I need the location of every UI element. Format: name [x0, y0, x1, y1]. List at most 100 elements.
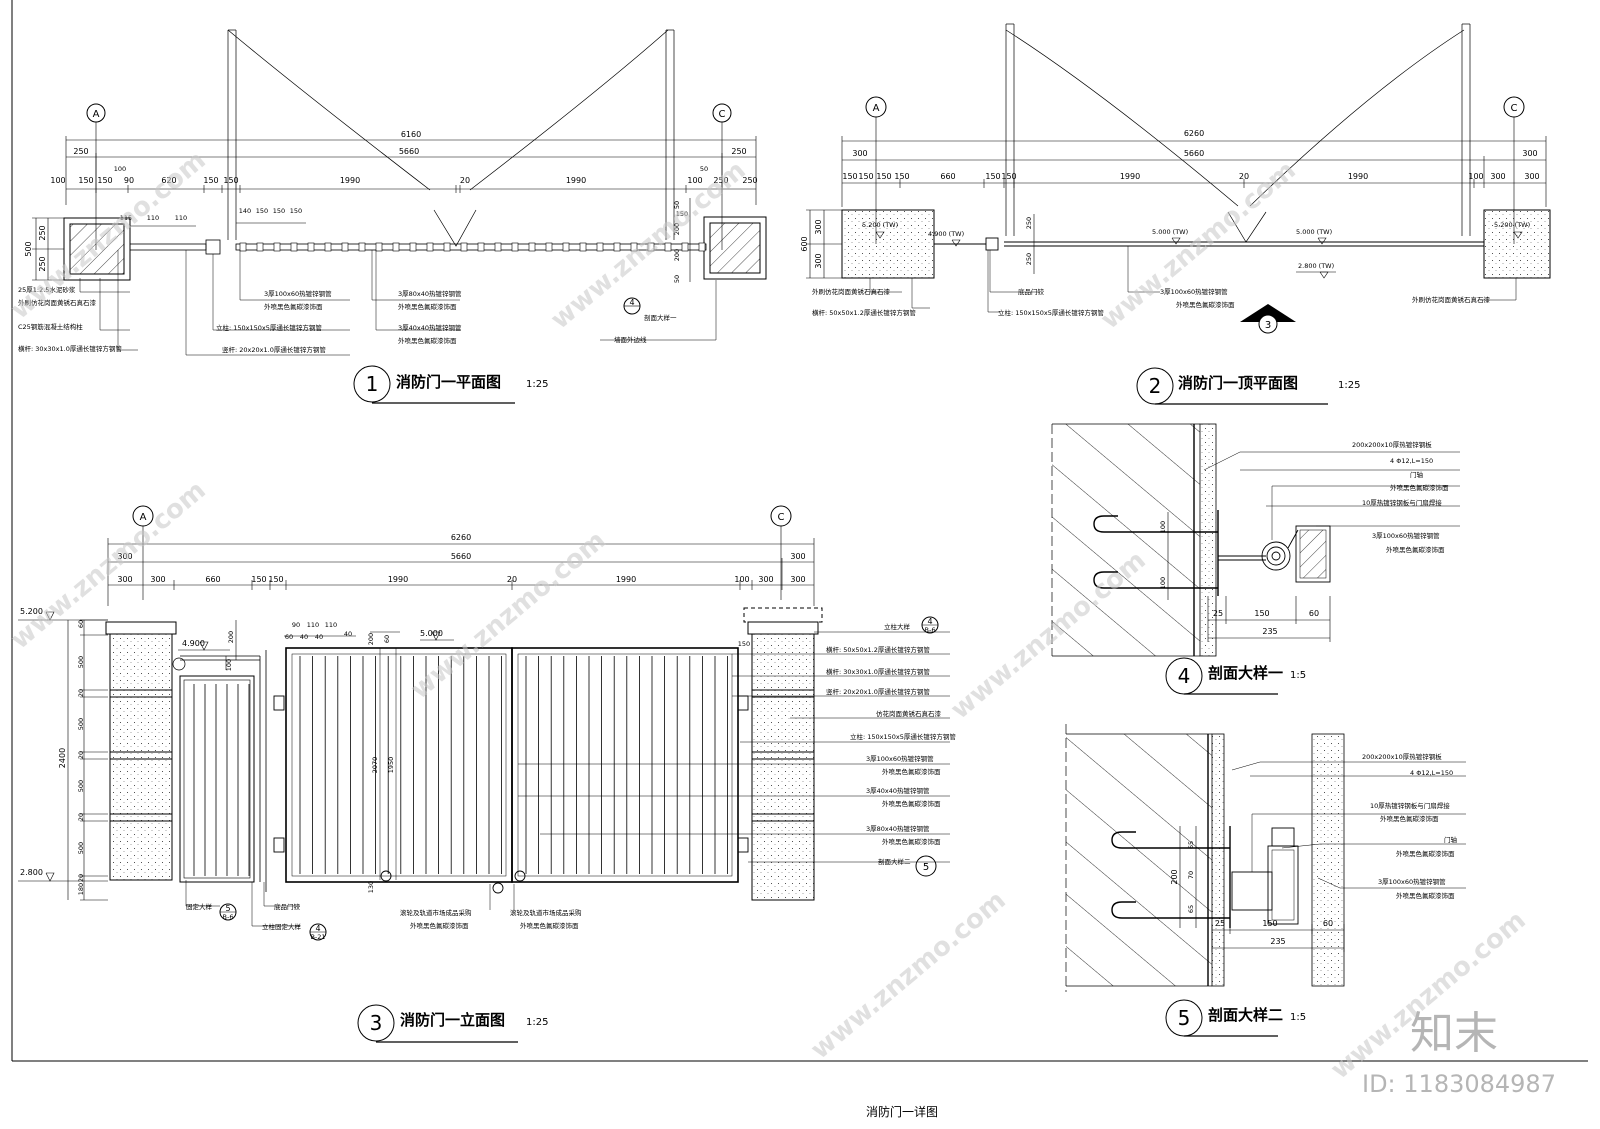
svg-text:1: 1	[366, 372, 379, 396]
svg-text:10厚热镀锌钢板与门扇焊接: 10厚热镀锌钢板与门扇焊接	[1370, 801, 1450, 810]
svg-text:500: 500	[77, 656, 85, 668]
svg-text:3: 3	[370, 1011, 383, 1035]
picket-mark	[341, 242, 349, 252]
svg-text:300: 300	[117, 552, 132, 561]
view-scale: 1:25	[526, 379, 548, 390]
svg-text:65: 65	[1187, 841, 1195, 849]
view-scale: 1:5	[1290, 670, 1306, 681]
picket-mark	[307, 242, 315, 252]
right-pillar	[743, 607, 823, 901]
svg-text:1990: 1990	[566, 176, 586, 185]
svg-text:B-6: B-6	[223, 913, 234, 921]
svg-text:150: 150	[858, 172, 873, 181]
svg-text:660: 660	[205, 575, 220, 584]
svg-text:150: 150	[842, 172, 857, 181]
left-pillar	[841, 209, 935, 279]
svg-text:110: 110	[147, 214, 159, 222]
svg-text:250: 250	[38, 225, 47, 240]
svg-text:横杆: 30x30x1.0厚通长镀锌方钢管: 横杆: 30x30x1.0厚通长镀锌方钢管	[18, 344, 122, 353]
svg-text:固定大样: 固定大样	[186, 902, 213, 911]
picket-mark	[375, 242, 383, 252]
svg-text:300: 300	[150, 575, 165, 584]
watermark-text: www.znzmo.com	[805, 885, 1011, 1065]
svg-text:6160: 6160	[401, 130, 421, 139]
picket-mark	[460, 242, 468, 252]
view-title: 剖面大样二	[1208, 1006, 1283, 1024]
svg-text:5.200 (TW): 5.200 (TW)	[1494, 221, 1530, 229]
svg-text:3厚80x40热镀锌钢管: 3厚80x40热镀锌钢管	[866, 824, 930, 833]
plan1-pickets	[239, 242, 706, 252]
svg-text:A: A	[140, 512, 147, 523]
svg-text:50: 50	[673, 275, 681, 283]
svg-text:200: 200	[673, 223, 681, 235]
svg-text:60: 60	[1323, 919, 1333, 928]
main-gate-bars	[299, 656, 728, 874]
svg-text:4.900 (TW): 4.900 (TW)	[928, 230, 964, 238]
picket-mark	[290, 242, 298, 252]
svg-text:200: 200	[227, 631, 235, 643]
svg-text:110: 110	[175, 214, 187, 222]
svg-text:2070: 2070	[371, 757, 379, 774]
svg-text:1990: 1990	[388, 575, 408, 584]
svg-text:3厚100x60热镀锌钢管: 3厚100x60热镀锌钢管	[1378, 877, 1446, 886]
svg-text:150: 150	[1001, 172, 1016, 181]
svg-text:1990: 1990	[340, 176, 360, 185]
svg-text:4.900: 4.900	[182, 639, 205, 648]
svg-text:4: 4	[629, 298, 634, 307]
svg-text:150: 150	[676, 210, 688, 218]
svg-text:200: 200	[673, 249, 681, 261]
svg-text:235: 235	[1262, 627, 1277, 636]
picket-mark	[647, 242, 655, 252]
svg-text:300: 300	[814, 219, 823, 234]
svg-text:150: 150	[894, 172, 909, 181]
svg-text:660: 660	[940, 172, 955, 181]
svg-text:1990: 1990	[1348, 172, 1368, 181]
section-mark-icon	[1240, 304, 1296, 322]
picket-mark	[562, 242, 570, 252]
view-scale: 1:5	[1290, 1012, 1306, 1023]
svg-text:竖杆: 20x20x1.0厚通长镀锌方钢管: 竖杆: 20x20x1.0厚通长镀锌方钢管	[826, 687, 930, 696]
svg-text:C: C	[778, 512, 785, 523]
svg-text:外喷黑色氟碳漆饰面: 外喷黑色氟碳漆饰面	[1396, 849, 1455, 858]
svg-text:外喷黑色氟碳漆饰面: 外喷黑色氟碳漆饰面	[882, 837, 941, 846]
picket-mark	[409, 242, 417, 252]
svg-text:100: 100	[114, 165, 126, 173]
svg-text:底品门铰: 底品门铰	[1018, 287, 1045, 296]
svg-text:外喷黑色氟碳漆饰面: 外喷黑色氟碳漆饰面	[1380, 814, 1439, 823]
svg-text:150: 150	[738, 640, 750, 648]
svg-text:25: 25	[1213, 609, 1223, 618]
svg-text:300: 300	[1522, 149, 1537, 158]
svg-text:25: 25	[1215, 919, 1225, 928]
svg-text:250: 250	[1025, 253, 1033, 265]
svg-text:3厚40x40热镀锌钢管: 3厚40x40热镀锌钢管	[398, 323, 462, 332]
svg-text:外喷黑色氟碳漆饰面: 外喷黑色氟碳漆饰面	[520, 921, 579, 930]
svg-text:150: 150	[223, 176, 238, 185]
svg-text:300: 300	[852, 149, 867, 158]
svg-text:3: 3	[1265, 320, 1271, 331]
svg-text:横杆: 30x30x1.0厚通长镀锌方钢管: 横杆: 30x30x1.0厚通长镀锌方钢管	[826, 667, 930, 676]
svg-text:150: 150	[273, 207, 285, 215]
svg-text:外喷黑色氟碳漆饰面: 外喷黑色氟碳漆饰面	[410, 921, 469, 930]
svg-text:2400: 2400	[58, 748, 67, 768]
svg-text:60: 60	[77, 620, 85, 628]
svg-text:立柱固定大样: 立柱固定大样	[262, 922, 302, 931]
view-number-badge	[357, 1004, 395, 1042]
svg-text:300: 300	[790, 575, 805, 584]
svg-text:A: A	[873, 103, 880, 114]
view-title: 消防门一顶平面图	[1178, 374, 1298, 392]
svg-text:20: 20	[1239, 172, 1249, 181]
picket-mark	[358, 242, 366, 252]
picket-mark	[664, 242, 672, 252]
svg-text:墙面外边线: 墙面外边线	[614, 335, 647, 344]
svg-text:20: 20	[77, 689, 85, 697]
view-title: 剖面大样一	[1208, 664, 1283, 682]
picket-mark	[443, 242, 451, 252]
svg-text:3厚100x60热镀锌钢管: 3厚100x60热镀锌钢管	[866, 754, 934, 763]
svg-text:门轴: 门轴	[1410, 470, 1424, 479]
svg-text:立柱: 150x150x5厚通长镀锌方钢管: 立柱: 150x150x5厚通长镀锌方钢管	[216, 323, 322, 332]
svg-text:5.000 (TW): 5.000 (TW)	[1296, 228, 1332, 236]
picket-mark	[681, 242, 689, 252]
svg-text:外刷仿花岗面黄锈石真石漆: 外刷仿花岗面黄锈石真石漆	[18, 298, 97, 307]
svg-text:2.800 (TW): 2.800 (TW)	[1298, 262, 1334, 270]
